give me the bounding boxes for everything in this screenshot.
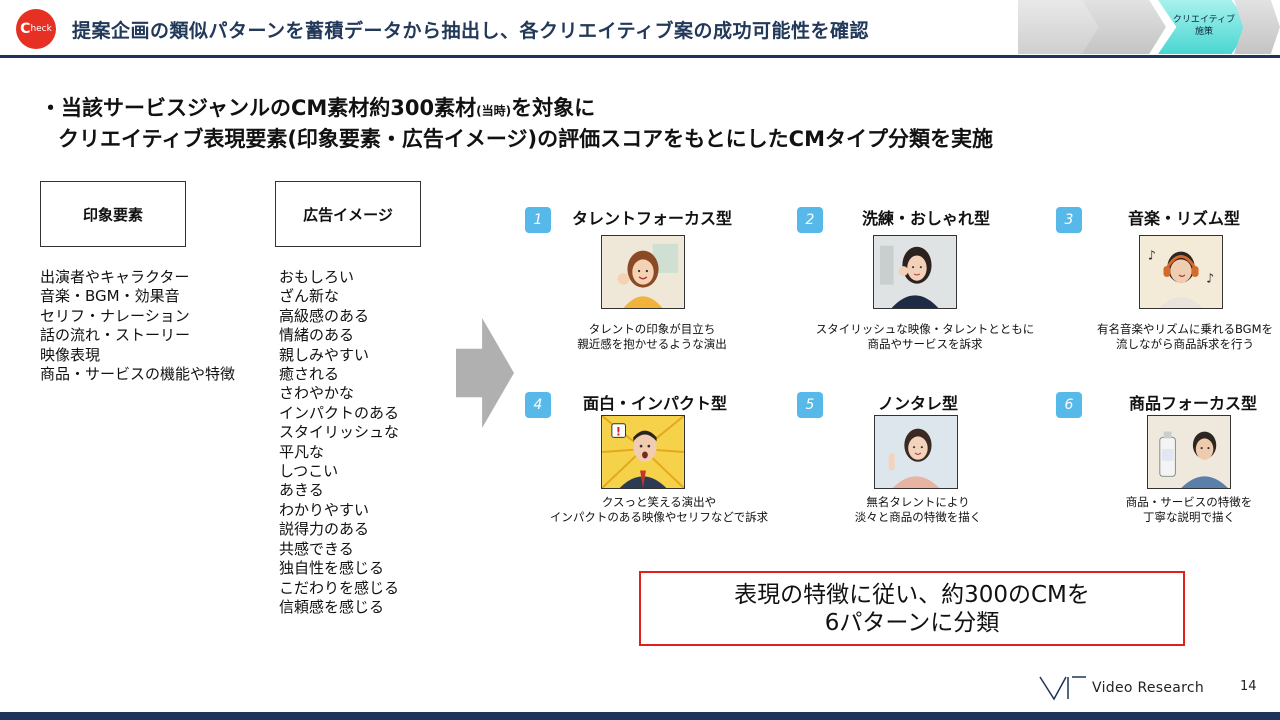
check-badge-text: heck — [30, 24, 52, 34]
header-divider — [0, 55, 1280, 58]
list-item: セリフ・ナレーション — [40, 306, 190, 325]
list-item: わかりやすい — [279, 500, 370, 519]
list-item: 情緒のある — [279, 326, 355, 345]
current-step-label-line1: クリエイティブ — [1172, 15, 1236, 25]
page-title: 提案企画の類似パターンを蓄積データから抽出し、各クリエイティブ案の成功可能性を確… — [72, 20, 870, 42]
pattern-3-description: 有名音楽やリズムに乗れるBGMを 流しながら商品訴求を行う — [1060, 322, 1280, 352]
pattern-2-number: 2 — [797, 207, 823, 233]
pattern-1-description: タレントの印象が目立ち 親近感を抱かせるような演出 — [527, 322, 777, 352]
list-item: 高級感のある — [279, 306, 370, 325]
pattern-1-title: タレントフォーカス型 — [571, 209, 732, 228]
impression-elements-list: 出演者やキャラクター 音楽・BGM・効果音 セリフ・ナレーション 話の流れ・スト… — [40, 268, 235, 384]
pattern-4-description-line1: クスっと笑える演出や — [601, 495, 717, 509]
current-step-label-line2: 施策 — [1194, 27, 1213, 37]
list-item: 癒される — [279, 365, 340, 384]
product-presenter-illustration — [1147, 415, 1231, 489]
conclusion-line-2: 6パターンに分類 — [824, 609, 1000, 636]
ad-image-list: おもしろい ざん新な 高級感のある 情緒のある 親しみやすい 癒される さわやか… — [279, 268, 399, 617]
right-arrow-icon — [456, 318, 514, 428]
pattern-4-title: 面白・インパクト型 — [582, 394, 727, 413]
list-item: 独自性を感じる — [279, 559, 385, 578]
pattern-2-description-line2: 商品やサービスを訴求 — [867, 337, 983, 351]
bullet-line-1-note: (当時) — [476, 104, 512, 118]
list-item: さわやかな — [279, 384, 355, 403]
pattern-6-title: 商品フォーカス型 — [1128, 394, 1257, 413]
list-item: おもしろい — [279, 268, 355, 286]
pattern-5-number: 5 — [797, 392, 823, 418]
footer-bar — [0, 712, 1280, 720]
list-item: 出演者やキャラクター — [40, 268, 190, 286]
stylish-woman-illustration — [873, 235, 957, 309]
list-item: 平凡な — [279, 442, 325, 461]
pattern-5-description-line1: 無名タレントにより — [866, 495, 970, 509]
surprised-businessman-illustration: ! — [601, 415, 685, 489]
current-step-label: クリエイティブ 施策 — [1168, 14, 1240, 38]
list-item: 共感できる — [279, 539, 354, 558]
bullet-line-1-end: を対象に — [511, 96, 596, 120]
bullet-line-2: クリエイティブ表現要素(印象要素・広告イメージ)の評価スコアをもとにしたCMタイ… — [58, 127, 993, 151]
pattern-5-description: 無名タレントにより 淡々と商品の特徴を描く — [793, 495, 1043, 525]
list-item: 信頼感を感じる — [279, 597, 385, 616]
brand-logo: Video Research — [1038, 673, 1218, 703]
list-item: 話の流れ・ストーリー — [40, 326, 191, 345]
pattern-2-description-line1: スタイリッシュな映像・タレントとともに — [815, 322, 1035, 336]
list-item: スタイリッシュな — [279, 423, 400, 442]
music-man-headphones-illustration: ♪♪ — [1139, 235, 1223, 309]
pattern-3-number: 3 — [1056, 207, 1082, 233]
bullet-line-1: ・当該サービスジャンルのCM素材約300素材(当時)を対象に — [40, 94, 993, 125]
pattern-4-number: 4 — [525, 392, 551, 418]
pattern-6-number: 6 — [1056, 392, 1082, 418]
pattern-3-description-line1: 有名音楽やリズムに乗れるBGMを — [1096, 322, 1274, 336]
svg-text:!: ! — [616, 424, 621, 438]
list-item: 音楽・BGM・効果音 — [40, 287, 180, 306]
conclusion-box: 表現の特徴に従い、約300のCMを 6パターンに分類 — [639, 571, 1185, 646]
list-item: インパクトのある — [279, 403, 400, 422]
talent-woman-ok-illustration — [601, 235, 685, 309]
pattern-6-description-line2: 丁寧な説明で描く — [1143, 510, 1235, 524]
pattern-1-description-line1: タレントの印象が目立ち — [588, 322, 716, 336]
pattern-6-description: 商品・サービスの特徴を 丁寧な説明で描く — [1064, 495, 1280, 525]
conclusion-line-1: 表現の特徴に従い、約300のCMを — [734, 581, 1090, 608]
pattern-2-description: スタイリッシュな映像・タレントとともに 商品やサービスを訴求 — [800, 322, 1050, 352]
pattern-3-description-line2: 流しながら商品訴求を行う — [1116, 337, 1254, 351]
pattern-3-title: 音楽・リズム型 — [1127, 209, 1240, 228]
svg-text:♪: ♪ — [1206, 271, 1214, 286]
list-item: あきる — [279, 481, 324, 500]
brand-logo-icon — [1039, 676, 1086, 701]
pattern-6-description-line1: 商品・サービスの特徴を — [1125, 495, 1253, 509]
page-number: 14 — [1240, 679, 1257, 694]
ad-image-box: 広告イメージ — [275, 181, 421, 247]
pattern-5-title: ノンタレ型 — [877, 394, 958, 413]
pattern-4-description-line2: インパクトのある映像やセリフなどで訴求 — [549, 510, 769, 524]
pattern-1-number: 1 — [525, 207, 551, 233]
progress-chevrons: クリエイティブ 施策 — [1018, 0, 1280, 54]
list-item: 説得力のある — [279, 520, 370, 539]
summary-bullets: ・当該サービスジャンルのCM素材約300素材(当時)を対象に クリエイティブ表現… — [40, 94, 993, 153]
brand-name: Video Research — [1092, 680, 1205, 696]
check-badge-letter: C — [20, 21, 31, 37]
pattern-4-description: クスっと笑える演出や インパクトのある映像やセリフなどで訴求 — [534, 495, 784, 525]
list-item: 映像表現 — [40, 345, 101, 364]
list-item: こだわりを感じる — [279, 578, 400, 597]
svg-text:♪: ♪ — [1148, 247, 1156, 262]
pattern-1-description-line2: 親近感を抱かせるような演出 — [577, 337, 727, 351]
list-item: ざん新な — [279, 287, 340, 306]
list-item: 親しみやすい — [279, 345, 370, 364]
list-item: 商品・サービスの機能や特徴 — [40, 365, 236, 384]
list-item: しつこい — [279, 462, 339, 481]
impression-elements-box: 印象要素 — [40, 181, 186, 247]
pattern-5-description-line2: 淡々と商品の特徴を描く — [854, 510, 982, 524]
pattern-2-title: 洗練・おしゃれ型 — [861, 209, 990, 228]
bullet-line-1-main: ・当該サービスジャンルのCM素材約300素材 — [40, 96, 477, 120]
unknown-talent-woman-illustration — [874, 415, 958, 489]
